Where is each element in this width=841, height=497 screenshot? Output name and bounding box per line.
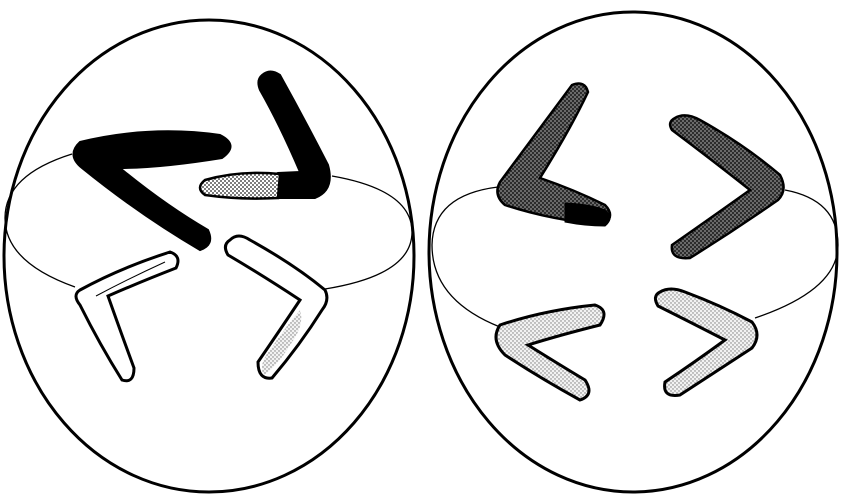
right-cell bbox=[429, 12, 838, 492]
chromosome-light-2 bbox=[655, 289, 757, 395]
chromosome-white-1 bbox=[76, 252, 178, 381]
spindle-line bbox=[755, 190, 838, 318]
spindle-line bbox=[325, 176, 412, 289]
left-cell bbox=[4, 20, 414, 492]
chromosome-dark-1 bbox=[497, 84, 610, 226]
chromosome-white-2 bbox=[225, 236, 326, 378]
cell-membrane bbox=[4, 20, 414, 492]
spindle-line bbox=[432, 187, 500, 327]
cell-membrane bbox=[429, 12, 837, 492]
chromosome-dark-2 bbox=[670, 115, 783, 258]
chromosome-light-1 bbox=[496, 305, 604, 400]
